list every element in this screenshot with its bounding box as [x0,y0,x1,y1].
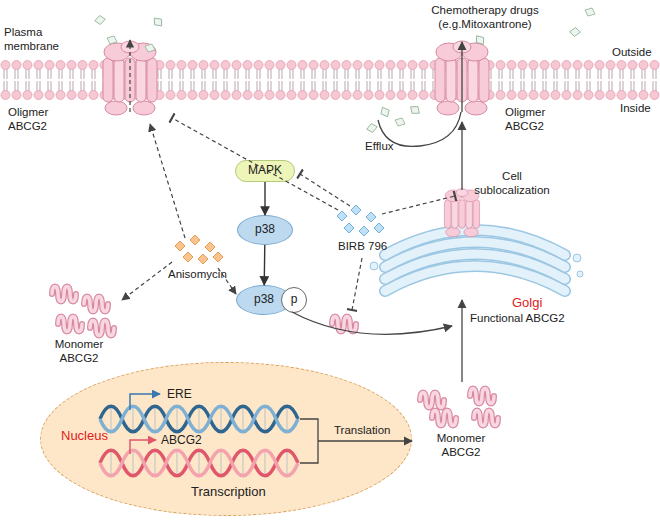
monomer-protein [332,317,356,332]
protein-label: Functional ABCG2 [470,312,565,326]
node-label: MAPK [248,164,282,178]
golgi-apparatus [385,266,565,291]
process-arrow [461,300,462,382]
drug-molecules [395,118,405,126]
process-arrow [292,312,452,334]
golgi-apparatus [444,189,479,237]
monomer-protein [90,321,114,336]
birb796-molecules [366,212,376,222]
nucleus-region: ERE Nucleus ABCG2Transcription [40,362,412,516]
golgi-apparatus [385,254,565,279]
anisomycin-molecules [183,252,193,262]
anisomycin-molecules [198,254,208,264]
anisomycin-molecules [205,242,215,252]
golgi-apparatus [385,242,565,267]
oligomer-transporter [103,41,489,115]
drug-molecules [409,105,421,115]
birb796-molecules [374,223,384,233]
golgi-apparatus [385,266,565,291]
structure-label: Plasma membrane [4,26,66,54]
oligomer-transporter [103,41,157,115]
inhibition-line [300,174,350,206]
inhibition-line [352,258,362,310]
process-label: Cell sublocalization [474,170,550,198]
monomer-protein [470,389,494,404]
inhibition-line [382,196,455,214]
anisomycin-molecules [213,252,223,262]
anisomycin-molecules [175,235,223,264]
protein-label: Oligmer ABCG2 [8,106,70,134]
activation-arrow [129,40,130,112]
gene-element-label: ERE [167,388,192,402]
node-label: p38 [254,293,274,307]
process-label: Translation [334,424,390,438]
golgi-apparatus [577,271,583,277]
monomer-protein [420,393,444,408]
inhibition-line [172,118,455,310]
drug-molecules [569,27,581,38]
birb796-molecules [344,223,354,233]
birb796-molecules [359,226,369,236]
process-name: Transcription [191,485,266,500]
protein-label: Oligmer ABCG2 [505,106,567,134]
node-label: p38 [255,223,275,237]
side-label: Outside [612,46,652,60]
compound-label: BIRB 796 [338,240,387,254]
drug-molecules [107,36,117,44]
plasma-membrane [0,60,660,100]
node-label: p [291,293,298,307]
activation-arrow [122,40,236,300]
drug-molecules [145,44,155,52]
compound-label: Anisomycin [168,268,227,282]
drug-molecules [366,122,379,134]
activation-arrow [122,262,172,300]
monomer-protein [84,297,108,312]
drug-molecules [474,34,487,46]
process-label: Efflux [365,140,394,154]
golgi-apparatus [385,230,565,255]
drug-molecules [152,16,164,27]
compartment-name: Nucleus [61,429,108,444]
activation-arrow [264,245,266,285]
plasma-membrane [0,60,660,100]
golgi-apparatus [385,254,565,279]
monomer-protein [52,287,76,302]
process-arrow [461,122,462,190]
monomer-protein [58,317,82,332]
monomer-protein [432,411,456,426]
phosphate-circle: p [281,287,307,313]
inhibition-line [172,118,338,210]
oligomer-transporter [435,41,489,115]
activation-arrow [264,182,265,215]
monomer-protein [474,411,498,426]
kinase-box: MAPK [235,160,295,182]
drug-molecules [94,14,107,26]
golgi-apparatus [573,254,581,262]
gene-name: ABCG2 [161,434,202,448]
anisomycin-molecules [190,235,200,245]
anisomycin-molecules [175,241,185,251]
protein-ellipse: p38 [237,215,293,245]
drug-molecules [379,106,392,119]
golgi-apparatus [385,242,565,267]
golgi-apparatus [370,189,583,291]
activation-arrow [150,124,185,238]
golgi-apparatus [370,262,378,270]
birb796-molecules [351,205,361,215]
protein-label: Monomer ABCG2 [48,338,110,366]
drug-label: Chemotherapy drugs (e.g.Mitoxantrone) [405,4,565,32]
golgi-apparatus [385,230,565,255]
protein-label: Monomer ABCG2 [430,432,492,460]
birb796-molecules [337,211,347,221]
side-label: Inside [620,102,651,116]
process-arrow [461,42,462,112]
drug-molecules [585,8,595,16]
organelle-label: Golgi [512,295,542,311]
birb796-molecules [337,205,384,236]
